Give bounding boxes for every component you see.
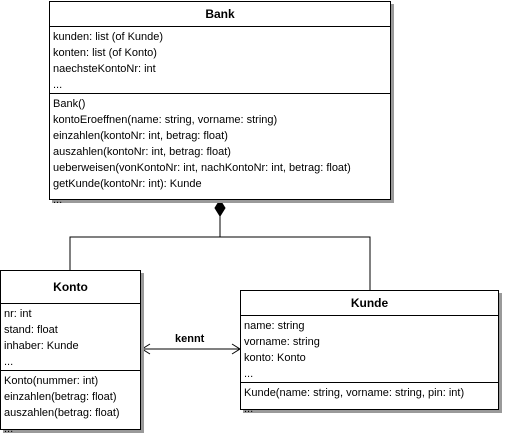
attribute: stand: float [4,324,58,336]
method-section: Bank() kontoEroeffnen(name: string, vorn… [50,94,390,208]
method: ... [4,423,14,435]
attribute-section: name: string vorname: string konto: Kont… [241,316,498,383]
class-bank[interactable]: Bank kunden: list (of Kunde) konten: lis… [49,1,391,206]
class-kunde[interactable]: Kunde name: string vorname: string konto… [240,290,499,415]
attribute: konto: Konto [244,352,306,364]
method: auszahlen(betrag: float) [4,407,120,419]
class-title: Bank [50,2,390,27]
attribute: konten: list (of Konto) [53,47,157,59]
attribute: ... [244,368,254,380]
attribute-section: nr: int stand: float inhaber: Kunde ... [1,304,140,371]
class-konto[interactable]: Konto nr: int stand: float inhaber: Kund… [0,270,141,435]
method: ... [244,403,254,415]
attribute: name: string [244,320,305,332]
method-section: Kunde(name: string, vorname: string, pin… [241,383,498,417]
method: kontoEroeffnen(name: string, vorname: st… [53,114,278,126]
class-title: Konto [1,271,140,304]
attribute-section: kunden: list (of Kunde) konten: list (of… [50,27,390,94]
attribute: inhaber: Kunde [4,340,79,352]
attribute: vorname: string [244,336,320,348]
attribute: ... [4,356,14,368]
class-title: Kunde [241,291,498,316]
composition-line-konto [69,216,221,270]
method: Kunde(name: string, vorname: string, pin… [244,387,465,399]
method: Konto(nummer: int) [4,375,99,387]
method-section: Konto(nummer: int) einzahlen(betrag: flo… [1,371,140,437]
method: getKunde(kontoNr: int): Kunde [53,178,202,190]
method: einzahlen(kontoNr: int, betrag: float) [53,130,228,142]
attribute: naechsteKontoNr: int [53,63,156,75]
method: Bank() [53,98,86,110]
method: ... [53,194,63,206]
association-label: kennt [175,333,205,345]
composition-line-kunde [220,236,371,290]
attribute: nr: int [4,308,32,320]
method: auszahlen(kontoNr: int, betrag: float) [53,146,231,158]
method: einzahlen(betrag: float) [4,391,117,403]
attribute: ... [53,79,63,91]
association-arrow-left [141,343,151,355]
attribute: kunden: list (of Kunde) [53,31,164,43]
method: ueberweisen(vonKontoNr: int, nachKontoNr… [53,162,351,174]
